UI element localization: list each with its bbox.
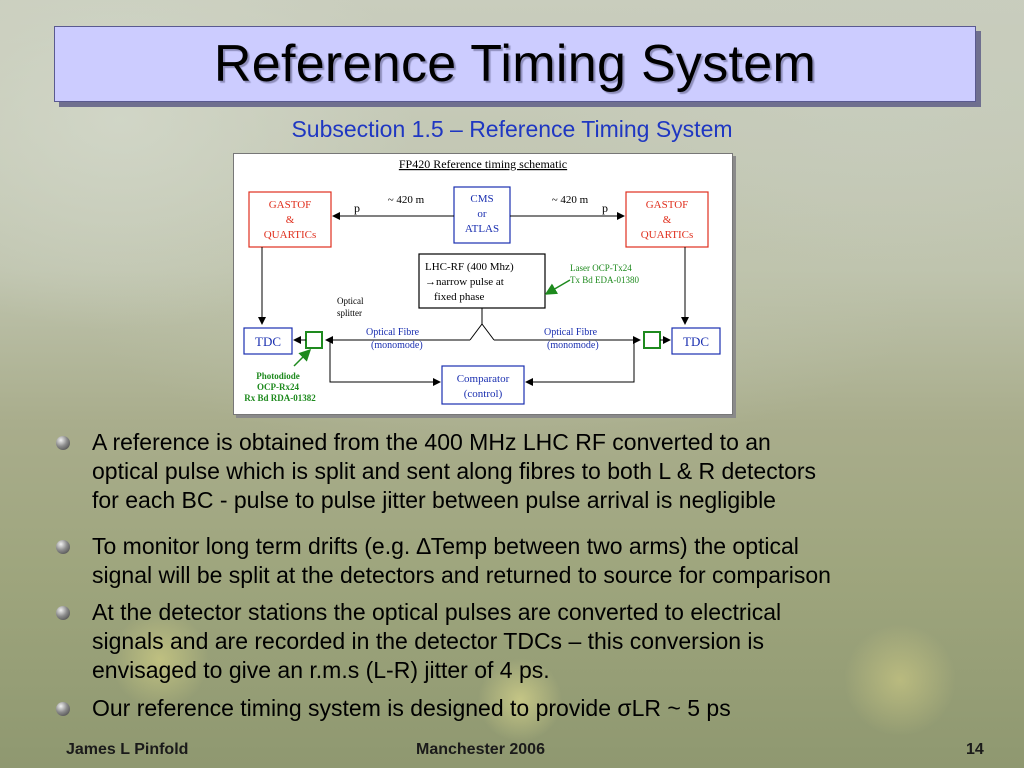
- lhc-rf-box: [418, 253, 546, 309]
- splitter-line2: splitter: [337, 308, 362, 318]
- photodiode-line2: OCP-Rx24: [257, 382, 299, 392]
- left-photodiode-box: [305, 331, 323, 349]
- bullet-item: A reference is obtained from the 400 MHz…: [56, 428, 1016, 515]
- proton-left: p: [354, 201, 360, 215]
- right-detector-line1: GASTOF: [646, 199, 689, 211]
- bullet-icon: [56, 702, 70, 716]
- bullet-item: Our reference timing system is designed …: [56, 694, 1016, 723]
- bullet-line: At the detector stations the optical pul…: [92, 599, 782, 625]
- photodiode-line3: Rx Bd RDA-01382: [244, 393, 316, 403]
- right-distance: ~ 420 m: [552, 194, 589, 206]
- right-tdc-label: TDC: [683, 334, 709, 349]
- bullet-line: envisaged to give an r.m.s (L-R) jitter …: [92, 657, 550, 683]
- fibre-right-line1: Optical Fibre: [544, 327, 598, 338]
- right-return: [525, 340, 635, 386]
- photodiode-line1: Photodiode: [256, 371, 300, 381]
- splitter-left: [469, 323, 483, 341]
- left-detector-line1: GASTOF: [269, 199, 312, 211]
- bullet-line: Our reference timing system is designed …: [92, 695, 731, 721]
- right-tdc-box: [671, 327, 721, 355]
- bullet-icon: [56, 606, 70, 620]
- slide-subtitle: Subsection 1.5 – Reference Timing System: [291, 116, 733, 142]
- bullet-line: signal will be split at the detectors an…: [92, 562, 831, 588]
- bullet-item: At the detector stations the optical pul…: [56, 598, 1016, 685]
- fibre-left-line1: Optical Fibre: [366, 327, 420, 338]
- center-line1: CMS: [470, 193, 493, 205]
- left-detector-line2: &: [286, 214, 295, 226]
- fibre-left-line2: (monomode): [371, 340, 423, 351]
- timing-schematic: FP420 Reference timing schematic GASTOF …: [233, 153, 733, 415]
- laser-pointer: [544, 279, 571, 295]
- footer-event: Manchester 2006: [416, 741, 545, 758]
- bullet-line: for each BC - pulse to pulse jitter betw…: [92, 487, 776, 513]
- bullet-line: signals and are recorded in the detector…: [92, 628, 765, 654]
- lhc-rf-line2: →narrow pulse at: [425, 276, 504, 288]
- proton-right: p: [602, 201, 608, 215]
- footer-author: James L Pinfold: [66, 741, 189, 758]
- left-tdc-label: TDC: [255, 334, 281, 349]
- lhc-rf-line3: fixed phase: [434, 291, 485, 303]
- bullet-icon: [56, 540, 70, 554]
- right-detector-line2: &: [663, 214, 672, 226]
- right-detector-box: [625, 191, 709, 248]
- left-distance: ~ 420 m: [388, 194, 425, 206]
- footer-page-number: 14: [966, 741, 984, 758]
- center-line3: ATLAS: [465, 223, 499, 235]
- fibre-right-line2: (monomode): [547, 340, 599, 351]
- right-detector-line3: QUARTICs: [641, 229, 694, 241]
- comparator-line1: Comparator: [457, 373, 510, 385]
- left-return: [329, 340, 441, 386]
- bullet-icon: [56, 436, 70, 450]
- splitter-right: [481, 323, 495, 341]
- right-photodiode-box: [643, 331, 661, 349]
- bullet-line: A reference is obtained from the 400 MHz…: [92, 429, 771, 455]
- laser-line1: Laser OCP-Tx24: [570, 263, 632, 273]
- left-detector-box: [248, 191, 332, 248]
- laser-line2: Tx Bd EDA-01380: [570, 275, 639, 285]
- bullet-item: To monitor long term drifts (e.g. ∆Temp …: [56, 532, 1016, 590]
- schematic-title: FP420 Reference timing schematic: [399, 157, 567, 171]
- bullet-line: optical pulse which is split and sent al…: [92, 458, 817, 484]
- left-detector-line3: QUARTICs: [264, 229, 317, 241]
- title-box: Reference Timing System: [54, 26, 976, 102]
- left-tdc-box: [243, 327, 293, 355]
- center-line2: or: [477, 208, 487, 220]
- bullet-line: To monitor long term drifts (e.g. ∆Temp …: [92, 533, 799, 559]
- cms-atlas-box: [453, 186, 511, 244]
- splitter-line1: Optical: [337, 296, 364, 306]
- lhc-rf-line1: LHC-RF (400 Mhz): [425, 261, 514, 273]
- comparator-box: [441, 365, 525, 405]
- comparator-line2: (control): [464, 388, 503, 400]
- photodiode-pointer: [293, 348, 312, 367]
- slide-title: Reference Timing System: [213, 35, 817, 93]
